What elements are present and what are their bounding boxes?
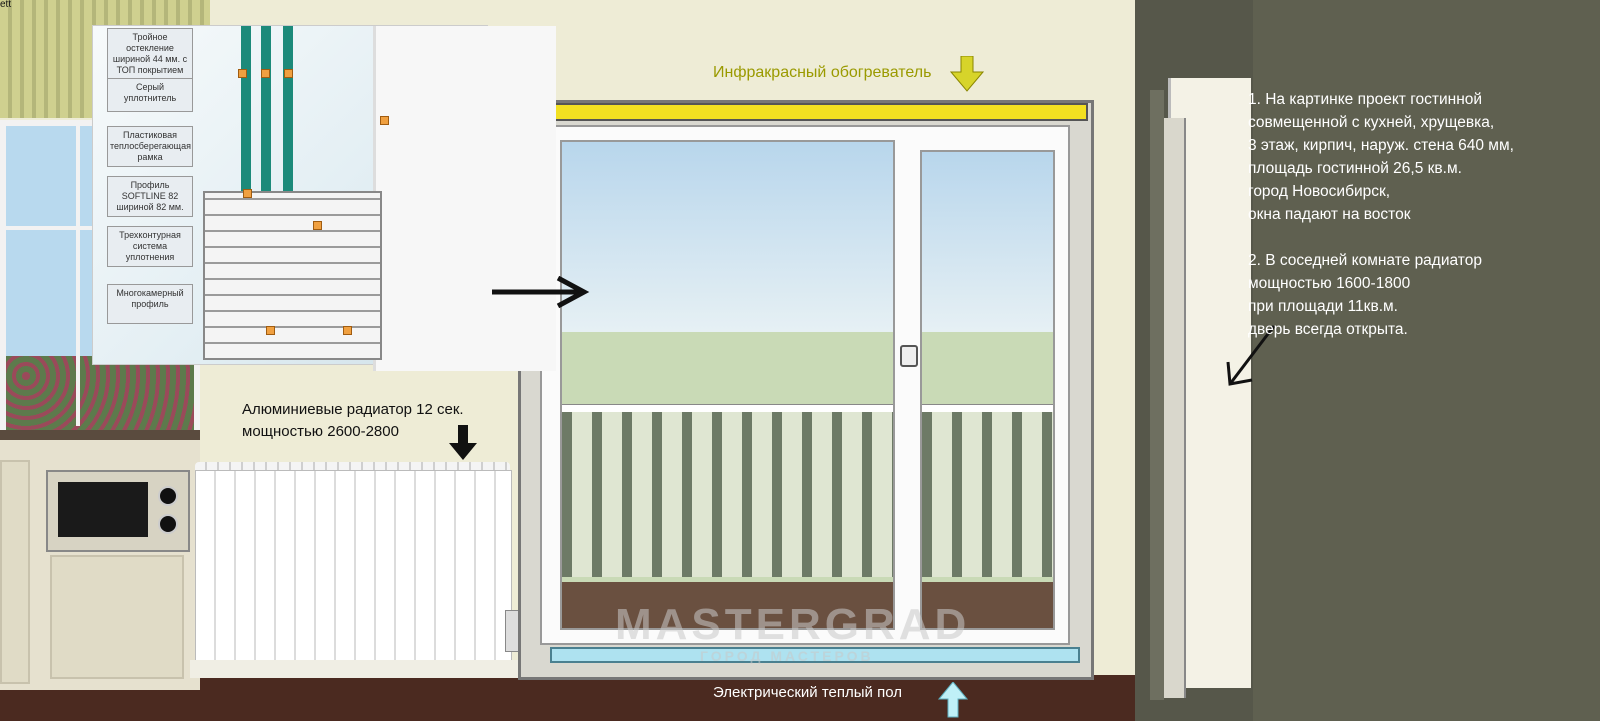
floor-heating-mat: [550, 647, 1080, 663]
marker-icon: [343, 326, 352, 335]
note-line: площадь гостинной 26,5 кв.м.: [1248, 160, 1462, 177]
inset-label-sealing-system: Трехконтурная система уплотнения: [107, 226, 193, 267]
note-line: 3 этаж, кирпич, наруж. стена 640 мм,: [1248, 137, 1514, 154]
note-line: 2. В соседней комнате радиатор: [1248, 252, 1482, 269]
balcony-floor: [562, 582, 893, 628]
diagonal-arrow-icon: [1226, 325, 1276, 386]
floor: [0, 675, 1250, 721]
inset-label-profile: Профиль SOFTLINE 82 шириной 82 мм.: [107, 176, 193, 217]
sky: [562, 142, 893, 332]
cabinet-door: [50, 555, 184, 679]
knob-icon: [158, 514, 178, 534]
sky: [922, 152, 1053, 332]
balcony-railing: [922, 412, 1053, 577]
note-line: мощностью 1600-1800: [1248, 275, 1411, 292]
door-handle[interactable]: [900, 345, 918, 367]
marker-icon: [313, 221, 322, 230]
inset-glass-3: [283, 26, 293, 221]
flower-box: [6, 356, 194, 430]
down-arrow-icon: [449, 425, 477, 460]
marker-icon: [266, 326, 275, 335]
door-glass-left: [560, 140, 895, 630]
watermark: MASTERGRAD: [615, 600, 971, 649]
marker-icon: [284, 69, 293, 78]
down-arrow-icon: [950, 56, 984, 92]
ir-heater-label: Инфракрасный обогреватель: [713, 64, 932, 81]
floor-heating-label: Электрический теплый пол: [713, 684, 902, 701]
balcony-railing: [562, 412, 893, 577]
note-line: дверь всегда открыта.: [1248, 321, 1408, 338]
knob-icon: [158, 486, 178, 506]
watermark-subtitle: ГОРОД МАСТЕРОВ: [700, 648, 874, 664]
inset-frame: [373, 26, 556, 371]
inset-label-glazing: Тройное остекление шириной 44 мм. с ТОП …: [107, 28, 193, 80]
note-line: при площади 11кв.м.: [1248, 298, 1398, 315]
note-line: окна падают на восток: [1248, 206, 1411, 223]
window-mullion: [76, 126, 80, 426]
inset-label-spacer: Пластиковая теплосберегающая рамка: [107, 126, 193, 167]
neighbor-wall: [1253, 0, 1600, 721]
microwave: [46, 470, 190, 552]
up-arrow-icon: [938, 682, 968, 718]
note-line: город Новосибирск,: [1248, 183, 1391, 200]
infrared-heater: [540, 103, 1088, 121]
marker-icon: [261, 69, 270, 78]
note-spacer: [1248, 226, 1593, 249]
window-profile-inset: Тройное остекление шириной 44 мм. с ТОП …: [92, 25, 556, 371]
cabinet-side-door: [0, 460, 30, 684]
door-leaf: [1150, 90, 1164, 700]
kitchen-cabinet: [0, 430, 200, 690]
note-line: 1. На картинке проект гостинной: [1248, 91, 1483, 108]
marker-icon: [380, 116, 389, 125]
right-arrow-icon: [492, 276, 590, 308]
radiator-label-1: Алюминиевые радиатор 12 сек.: [242, 401, 464, 418]
inset-profile: [203, 191, 382, 360]
radiator-label-2: мощностью 2600-2800: [242, 423, 399, 440]
inset-glass-2: [261, 26, 271, 221]
microwave-window: [58, 482, 148, 537]
door-glass-right: [920, 150, 1055, 630]
inset-glass-1: [241, 26, 251, 221]
balcony-floor: [922, 582, 1053, 628]
corner-tag: ett: [0, 0, 12, 10]
marker-icon: [243, 189, 252, 198]
marker-icon: [238, 69, 247, 78]
radiator: [195, 470, 512, 662]
baseboard: [190, 660, 535, 678]
inset-label-seal: Серый уплотнитель: [107, 78, 193, 112]
notes-block: 1. На картинке проект гостинной совмещен…: [1248, 88, 1593, 341]
note-line: совмещенной с кухней, хрущевка,: [1248, 114, 1495, 131]
inset-label-multichamber: Многокамерный профиль: [107, 284, 193, 324]
